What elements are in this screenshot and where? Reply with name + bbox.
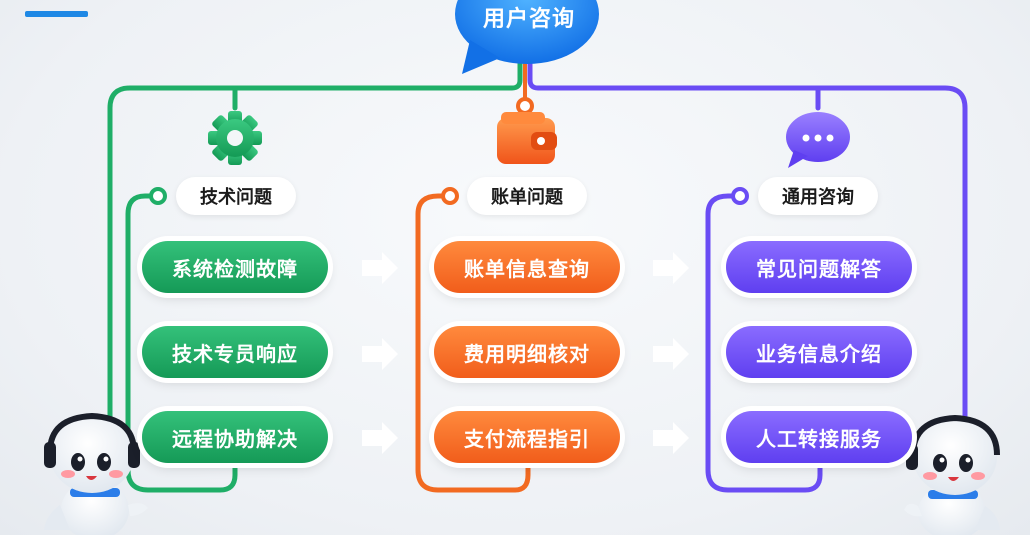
arrow-icon <box>653 252 689 284</box>
green-inner-line <box>125 193 238 493</box>
green-trunk-line <box>107 59 523 433</box>
step-button-business-info[interactable]: 业务信息介绍 <box>726 326 912 378</box>
robot-mascot-left <box>44 412 148 535</box>
arrow-icon <box>362 252 398 284</box>
purple-node-dot <box>731 187 749 205</box>
arrow-icon <box>362 422 398 454</box>
arrow-icon <box>653 338 689 370</box>
purple-trunk-line <box>527 59 968 433</box>
arrow-icon <box>653 422 689 454</box>
step-button-payment-guide[interactable]: 支付流程指引 <box>434 411 620 463</box>
category-label-tech: 技术问题 <box>176 177 296 215</box>
category-label-billing: 账单问题 <box>467 177 587 215</box>
orange-inner-line <box>415 193 531 493</box>
connector-lines <box>107 59 968 493</box>
purple-inner-line <box>705 193 823 493</box>
robot-mascot-right <box>904 414 1000 535</box>
step-button-system-diagnosis[interactable]: 系统检测故障 <box>142 241 328 293</box>
accent-bar <box>25 11 88 17</box>
wallet-icon <box>497 112 557 164</box>
step-button-tech-specialist[interactable]: 技术专员响应 <box>142 326 328 378</box>
arrow-icon <box>362 338 398 370</box>
root-bubble <box>455 0 599 74</box>
step-button-faq[interactable]: 常见问题解答 <box>726 241 912 293</box>
gear-icon <box>208 111 262 165</box>
orange-node-dot <box>441 187 459 205</box>
step-button-remote-assist[interactable]: 远程协助解决 <box>142 411 328 463</box>
category-label-general: 通用咨询 <box>758 177 878 215</box>
root-title: 用户咨询 <box>482 7 575 32</box>
chat-bubble-icon <box>786 112 850 168</box>
step-button-human-transfer[interactable]: 人工转接服务 <box>726 411 912 463</box>
step-button-bill-query[interactable]: 账单信息查询 <box>434 241 620 293</box>
orange-top-ring <box>516 97 534 115</box>
flow-arrows <box>362 252 689 454</box>
green-node-dot <box>149 187 167 205</box>
step-button-fee-check[interactable]: 费用明细核对 <box>434 326 620 378</box>
